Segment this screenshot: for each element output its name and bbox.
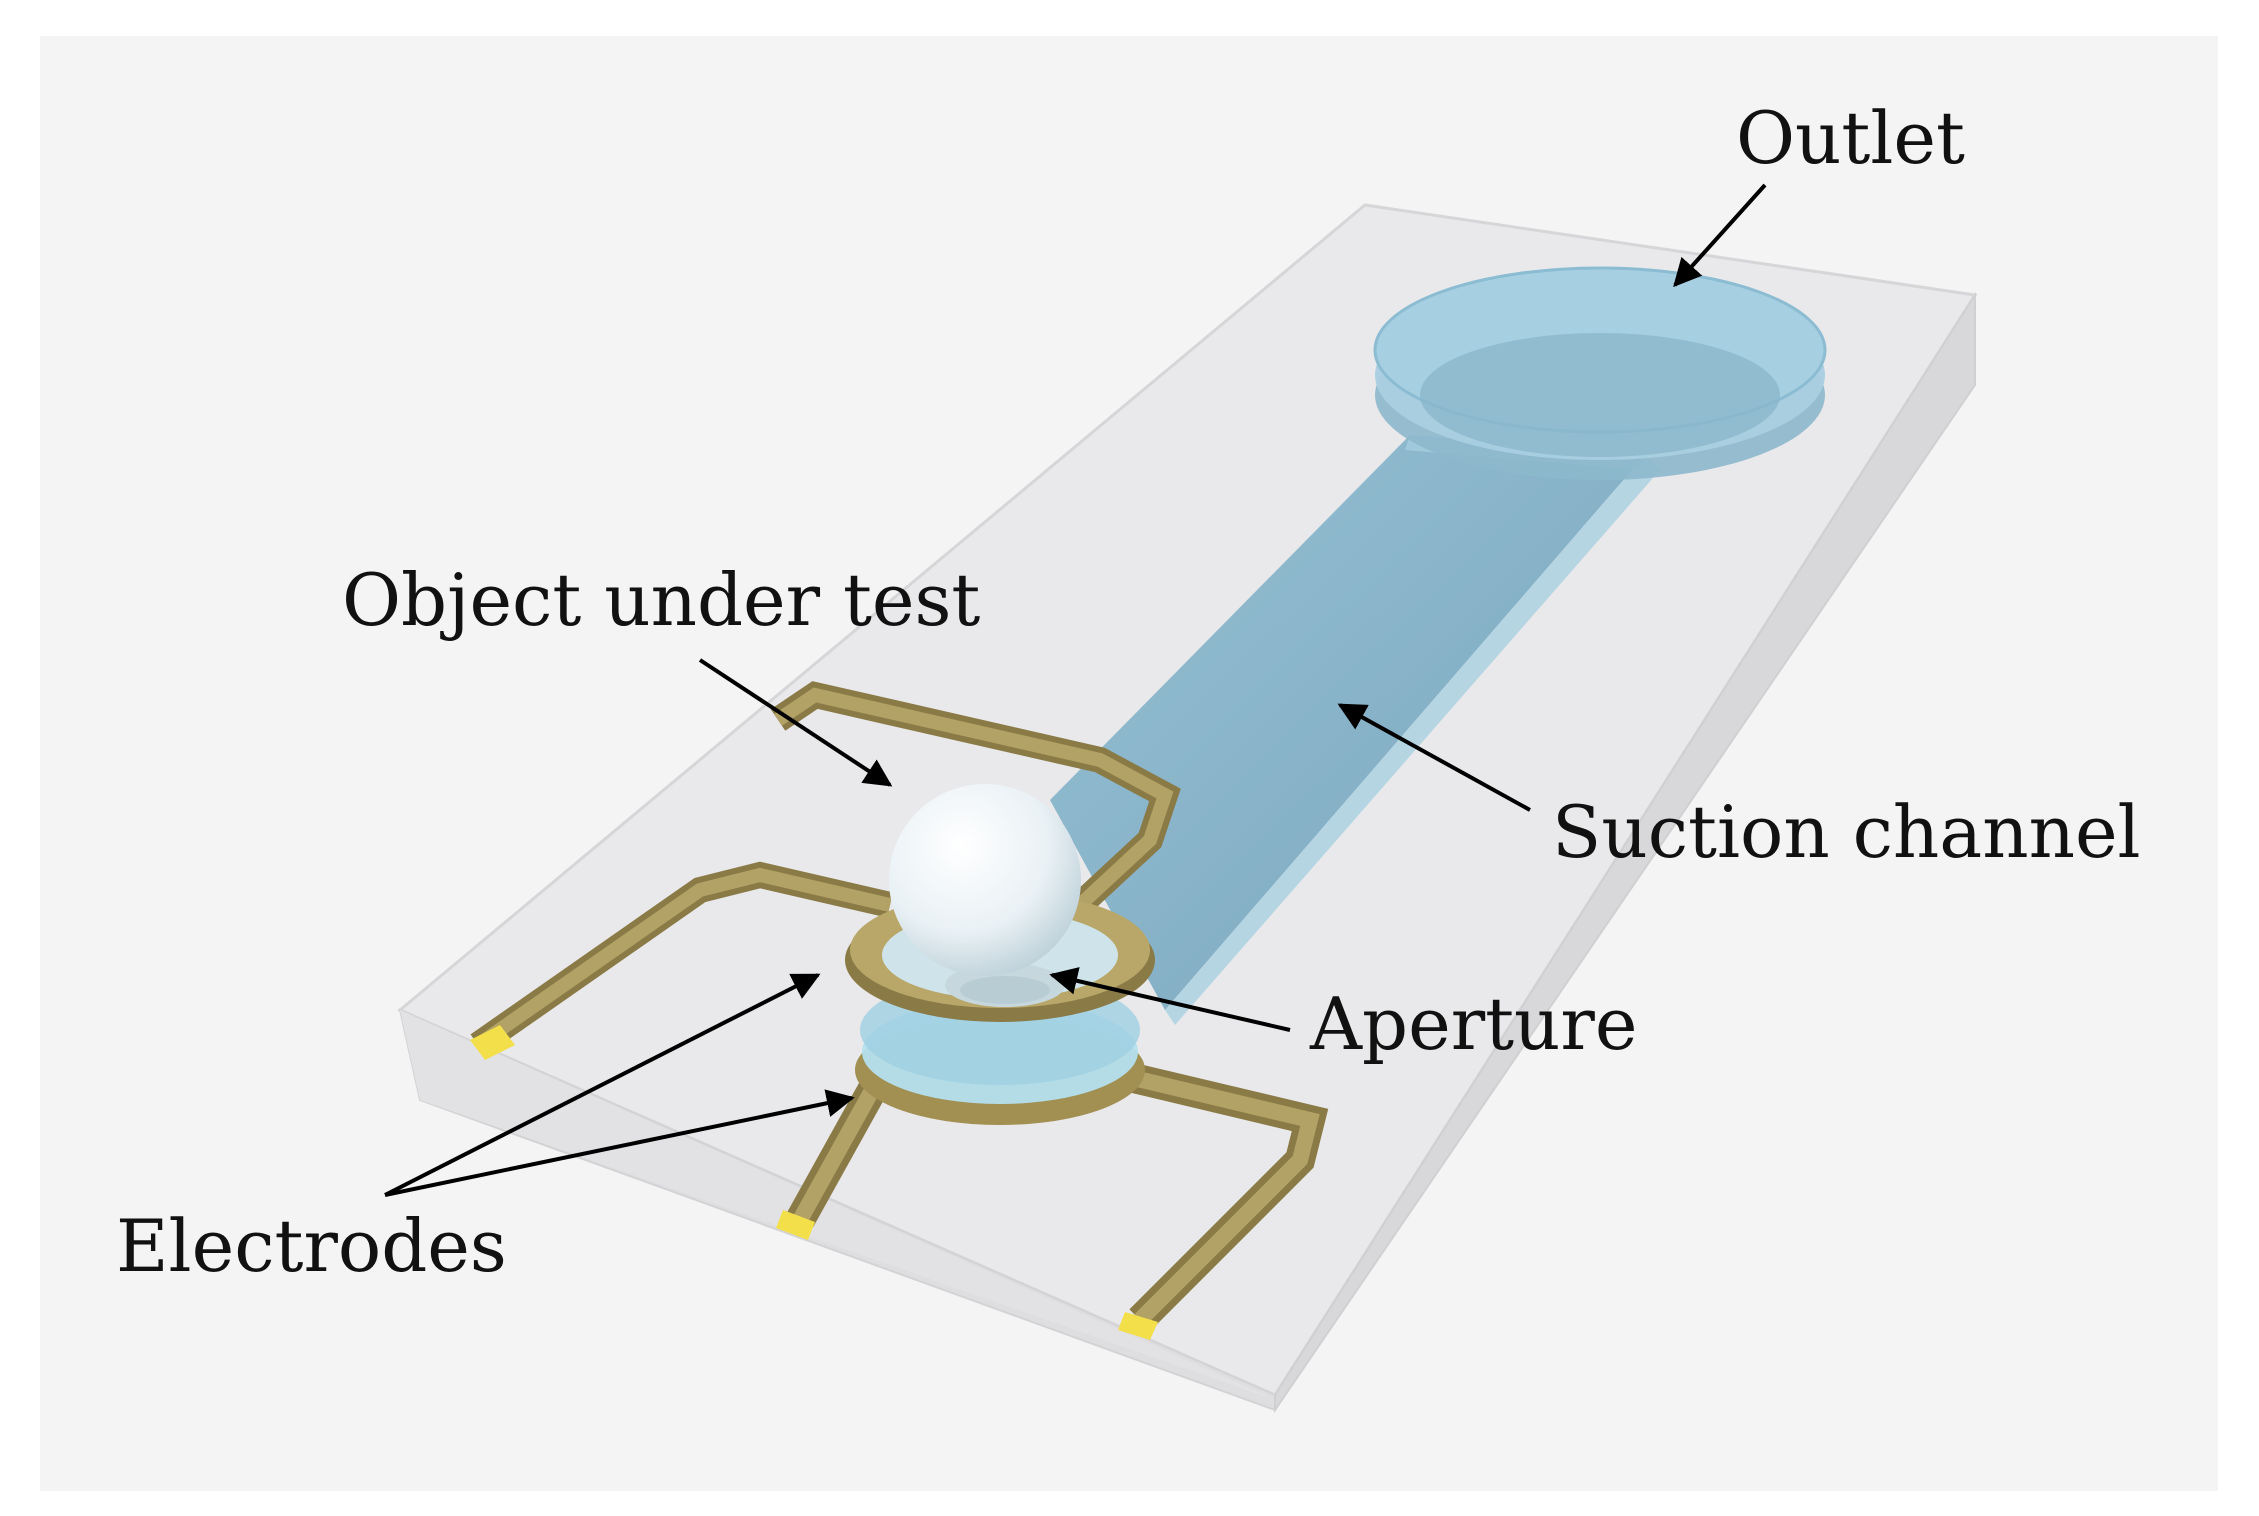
electrode-traces xyxy=(470,681,1329,1331)
object-under-test-sphere xyxy=(889,784,1081,1004)
suction-channel-label: Suction channel xyxy=(1552,790,2141,874)
object-arrow xyxy=(698,658,893,787)
annotation-arrows xyxy=(384,183,1767,1197)
electrode-lower-arrow xyxy=(384,1089,855,1197)
outlet-arrow xyxy=(1673,183,1767,288)
aperture-arrow xyxy=(1049,967,1291,1032)
outlet-disc xyxy=(1373,266,1827,480)
electrode-tips xyxy=(470,1025,1158,1340)
aperture-label: Aperture xyxy=(1310,982,1638,1066)
electrode-upper-arrow xyxy=(384,973,821,1197)
electrodes-label: Electrodes xyxy=(116,1204,507,1288)
object-under-test-label: Object under test xyxy=(342,558,981,642)
suction-channel-arrow xyxy=(1337,703,1531,812)
outlet-label: Outlet xyxy=(1736,96,1965,180)
